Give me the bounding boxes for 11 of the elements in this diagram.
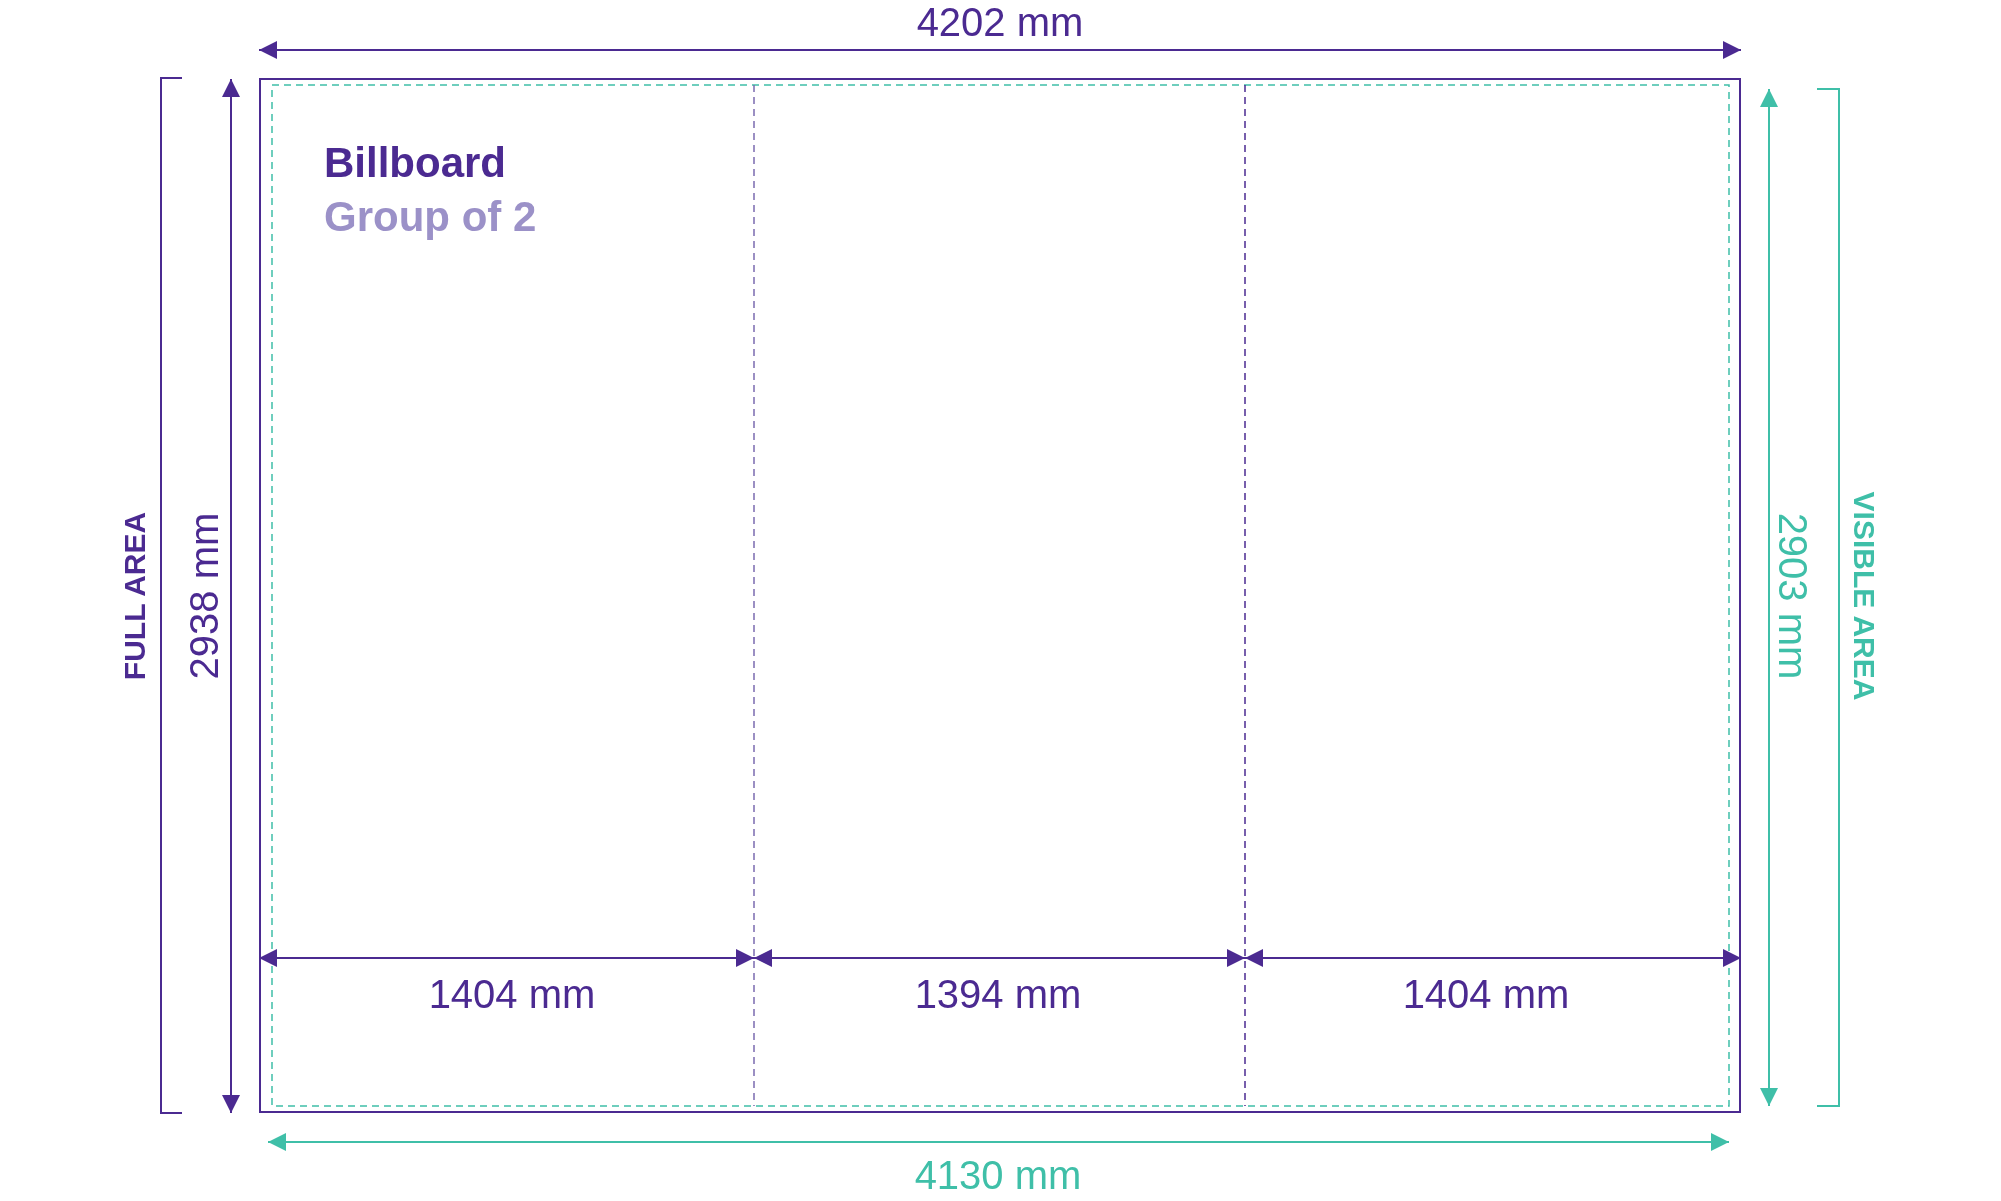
dimension-label: 1404 mm [428,974,596,1014]
title: Billboard [324,142,506,184]
dimension-label: 1394 mm [914,974,1082,1014]
area-label: FULL AREA [120,511,150,681]
dimension-label: 1404 mm [1402,974,1570,1014]
area-label: VISIBLE AREA [1849,491,1879,701]
dimension-label: 4202 mm [916,2,1084,42]
dimension-label: 2938 mm [184,512,224,680]
dimension-label: 4130 mm [914,1155,1082,1195]
subtitle: Group of 2 [324,196,537,238]
dimension-label: 2903 mm [1773,512,1813,680]
